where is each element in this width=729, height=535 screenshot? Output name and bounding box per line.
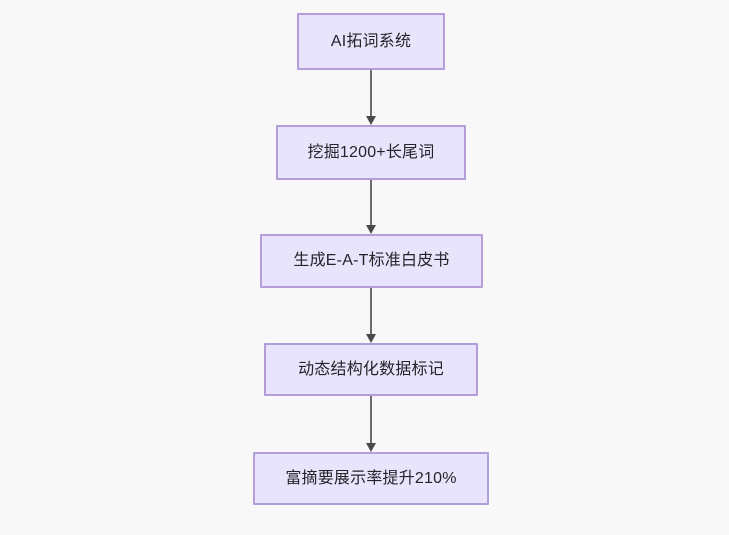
flowchart-edge-line bbox=[370, 288, 372, 335]
flowchart-edge-4-to-5 bbox=[366, 396, 376, 452]
flowchart-edge-line bbox=[370, 70, 372, 117]
flowchart-node-4[interactable]: 动态结构化数据标记 bbox=[264, 343, 478, 396]
flowchart-edge-line bbox=[370, 396, 372, 444]
flowchart-edge-3-to-4 bbox=[366, 288, 376, 343]
flowchart-node-3-label: 生成E-A-T标准白皮书 bbox=[293, 252, 450, 270]
flowchart-node-4-label: 动态结构化数据标记 bbox=[298, 360, 444, 378]
flowchart-edge-1-to-2 bbox=[366, 70, 376, 125]
flowchart-node-5[interactable]: 富摘要展示率提升210% bbox=[253, 452, 489, 505]
flowchart-arrowhead-icon bbox=[366, 443, 376, 452]
flowchart-arrowhead-icon bbox=[366, 225, 376, 234]
flowchart-node-2[interactable]: 挖掘1200+长尾词 bbox=[276, 125, 466, 180]
flowchart-node-5-label: 富摘要展示率提升210% bbox=[285, 469, 457, 487]
flowchart-arrowhead-icon bbox=[366, 334, 376, 343]
flowchart-edge-2-to-3 bbox=[366, 180, 376, 234]
flowchart-node-3[interactable]: 生成E-A-T标准白皮书 bbox=[260, 234, 483, 288]
flowchart-edge-line bbox=[370, 180, 372, 226]
flowchart-arrowhead-icon bbox=[366, 116, 376, 125]
flowchart-node-1-label: AI拓词系统 bbox=[330, 32, 412, 50]
flowchart-node-1[interactable]: AI拓词系统 bbox=[297, 13, 445, 70]
flowchart-node-2-label: 挖掘1200+长尾词 bbox=[307, 143, 435, 161]
